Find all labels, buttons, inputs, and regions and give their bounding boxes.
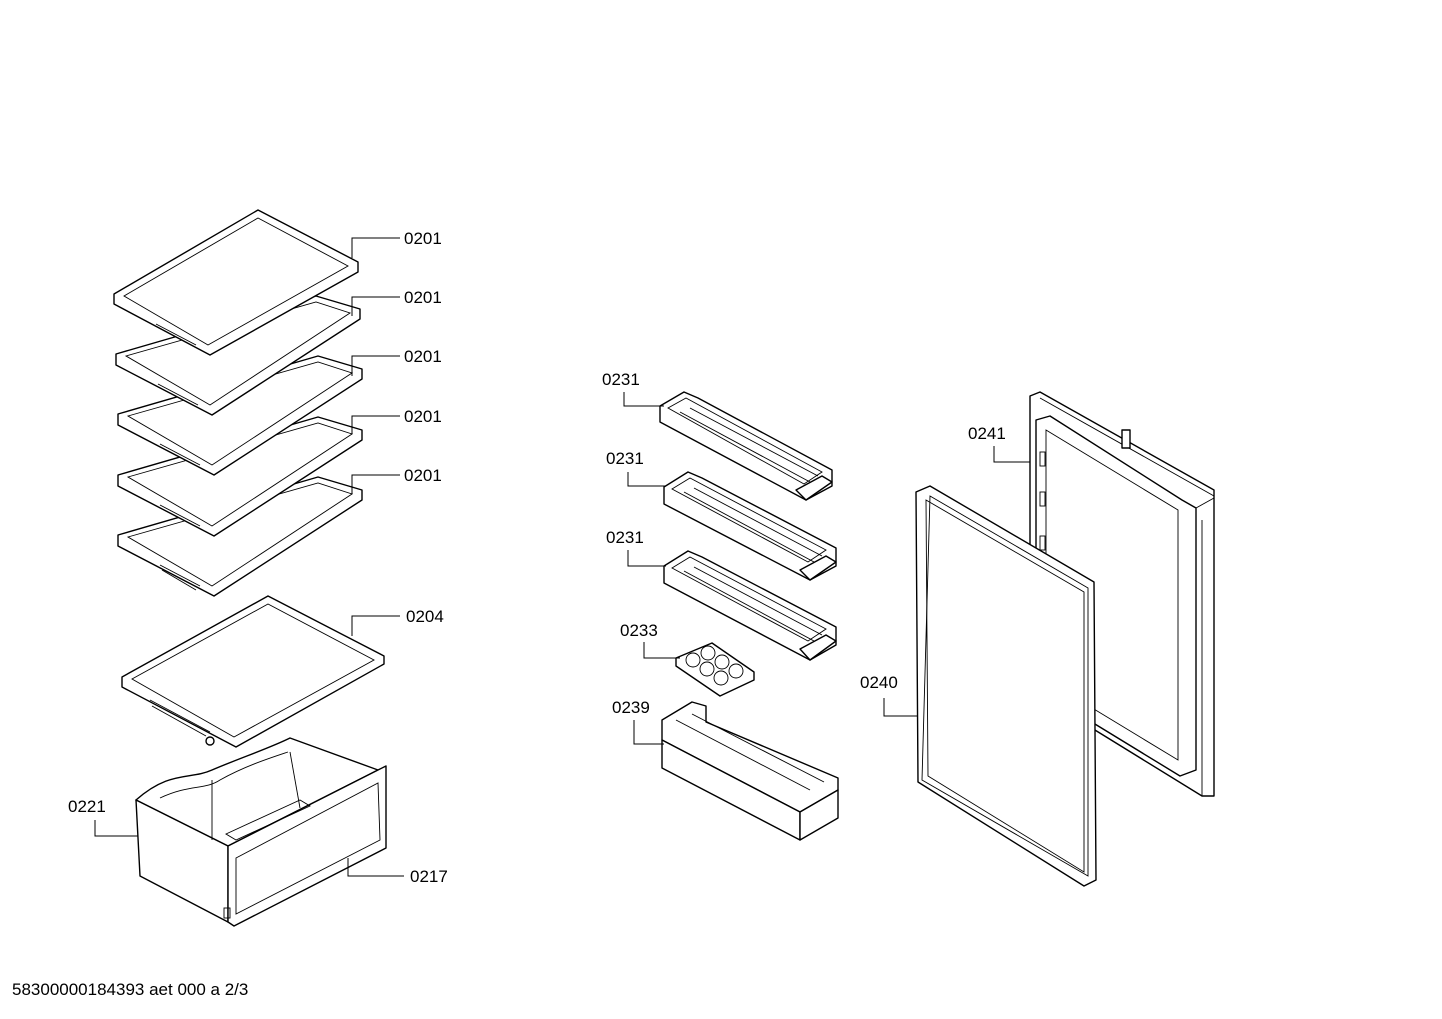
drawing-reference-footer: 58300000184393 aet 000 a 2/3 (12, 980, 249, 999)
label-door-panel: 0241 (968, 424, 1006, 443)
door-rack-2 (663, 471, 837, 581)
label-drawer-body: 0221 (68, 797, 106, 816)
label-drawer-front: 0217 (410, 867, 448, 886)
door-rack-3 (663, 550, 837, 661)
bottle-rack (661, 701, 839, 841)
label-shelf-4: 0201 (404, 407, 442, 426)
door-rack-1 (659, 391, 833, 501)
door-gasket (915, 485, 1097, 887)
label-shelf-1: 0201 (404, 229, 442, 248)
label-lower-shelf: 0204 (406, 607, 444, 626)
label-door-rack-1: 0231 (602, 370, 640, 389)
label-shelf-5: 0201 (404, 466, 442, 485)
egg-tray (675, 642, 755, 697)
label-shelf-3: 0201 (404, 347, 442, 366)
part-labels: 0201 0201 0201 0201 0201 0204 0221 0217 … (68, 229, 1006, 886)
lower-shelf (121, 595, 385, 748)
shelf-stack (113, 209, 363, 597)
label-egg-tray: 0233 (620, 621, 658, 640)
leader-lines (94, 237, 1030, 877)
crisper-drawer (135, 737, 387, 927)
label-door-rack-2: 0231 (606, 449, 644, 468)
label-shelf-2: 0201 (404, 288, 442, 307)
label-bottle-rack: 0239 (612, 698, 650, 717)
label-door-gasket: 0240 (860, 673, 898, 692)
shelf-1 (113, 209, 359, 356)
label-door-rack-3: 0231 (606, 528, 644, 547)
